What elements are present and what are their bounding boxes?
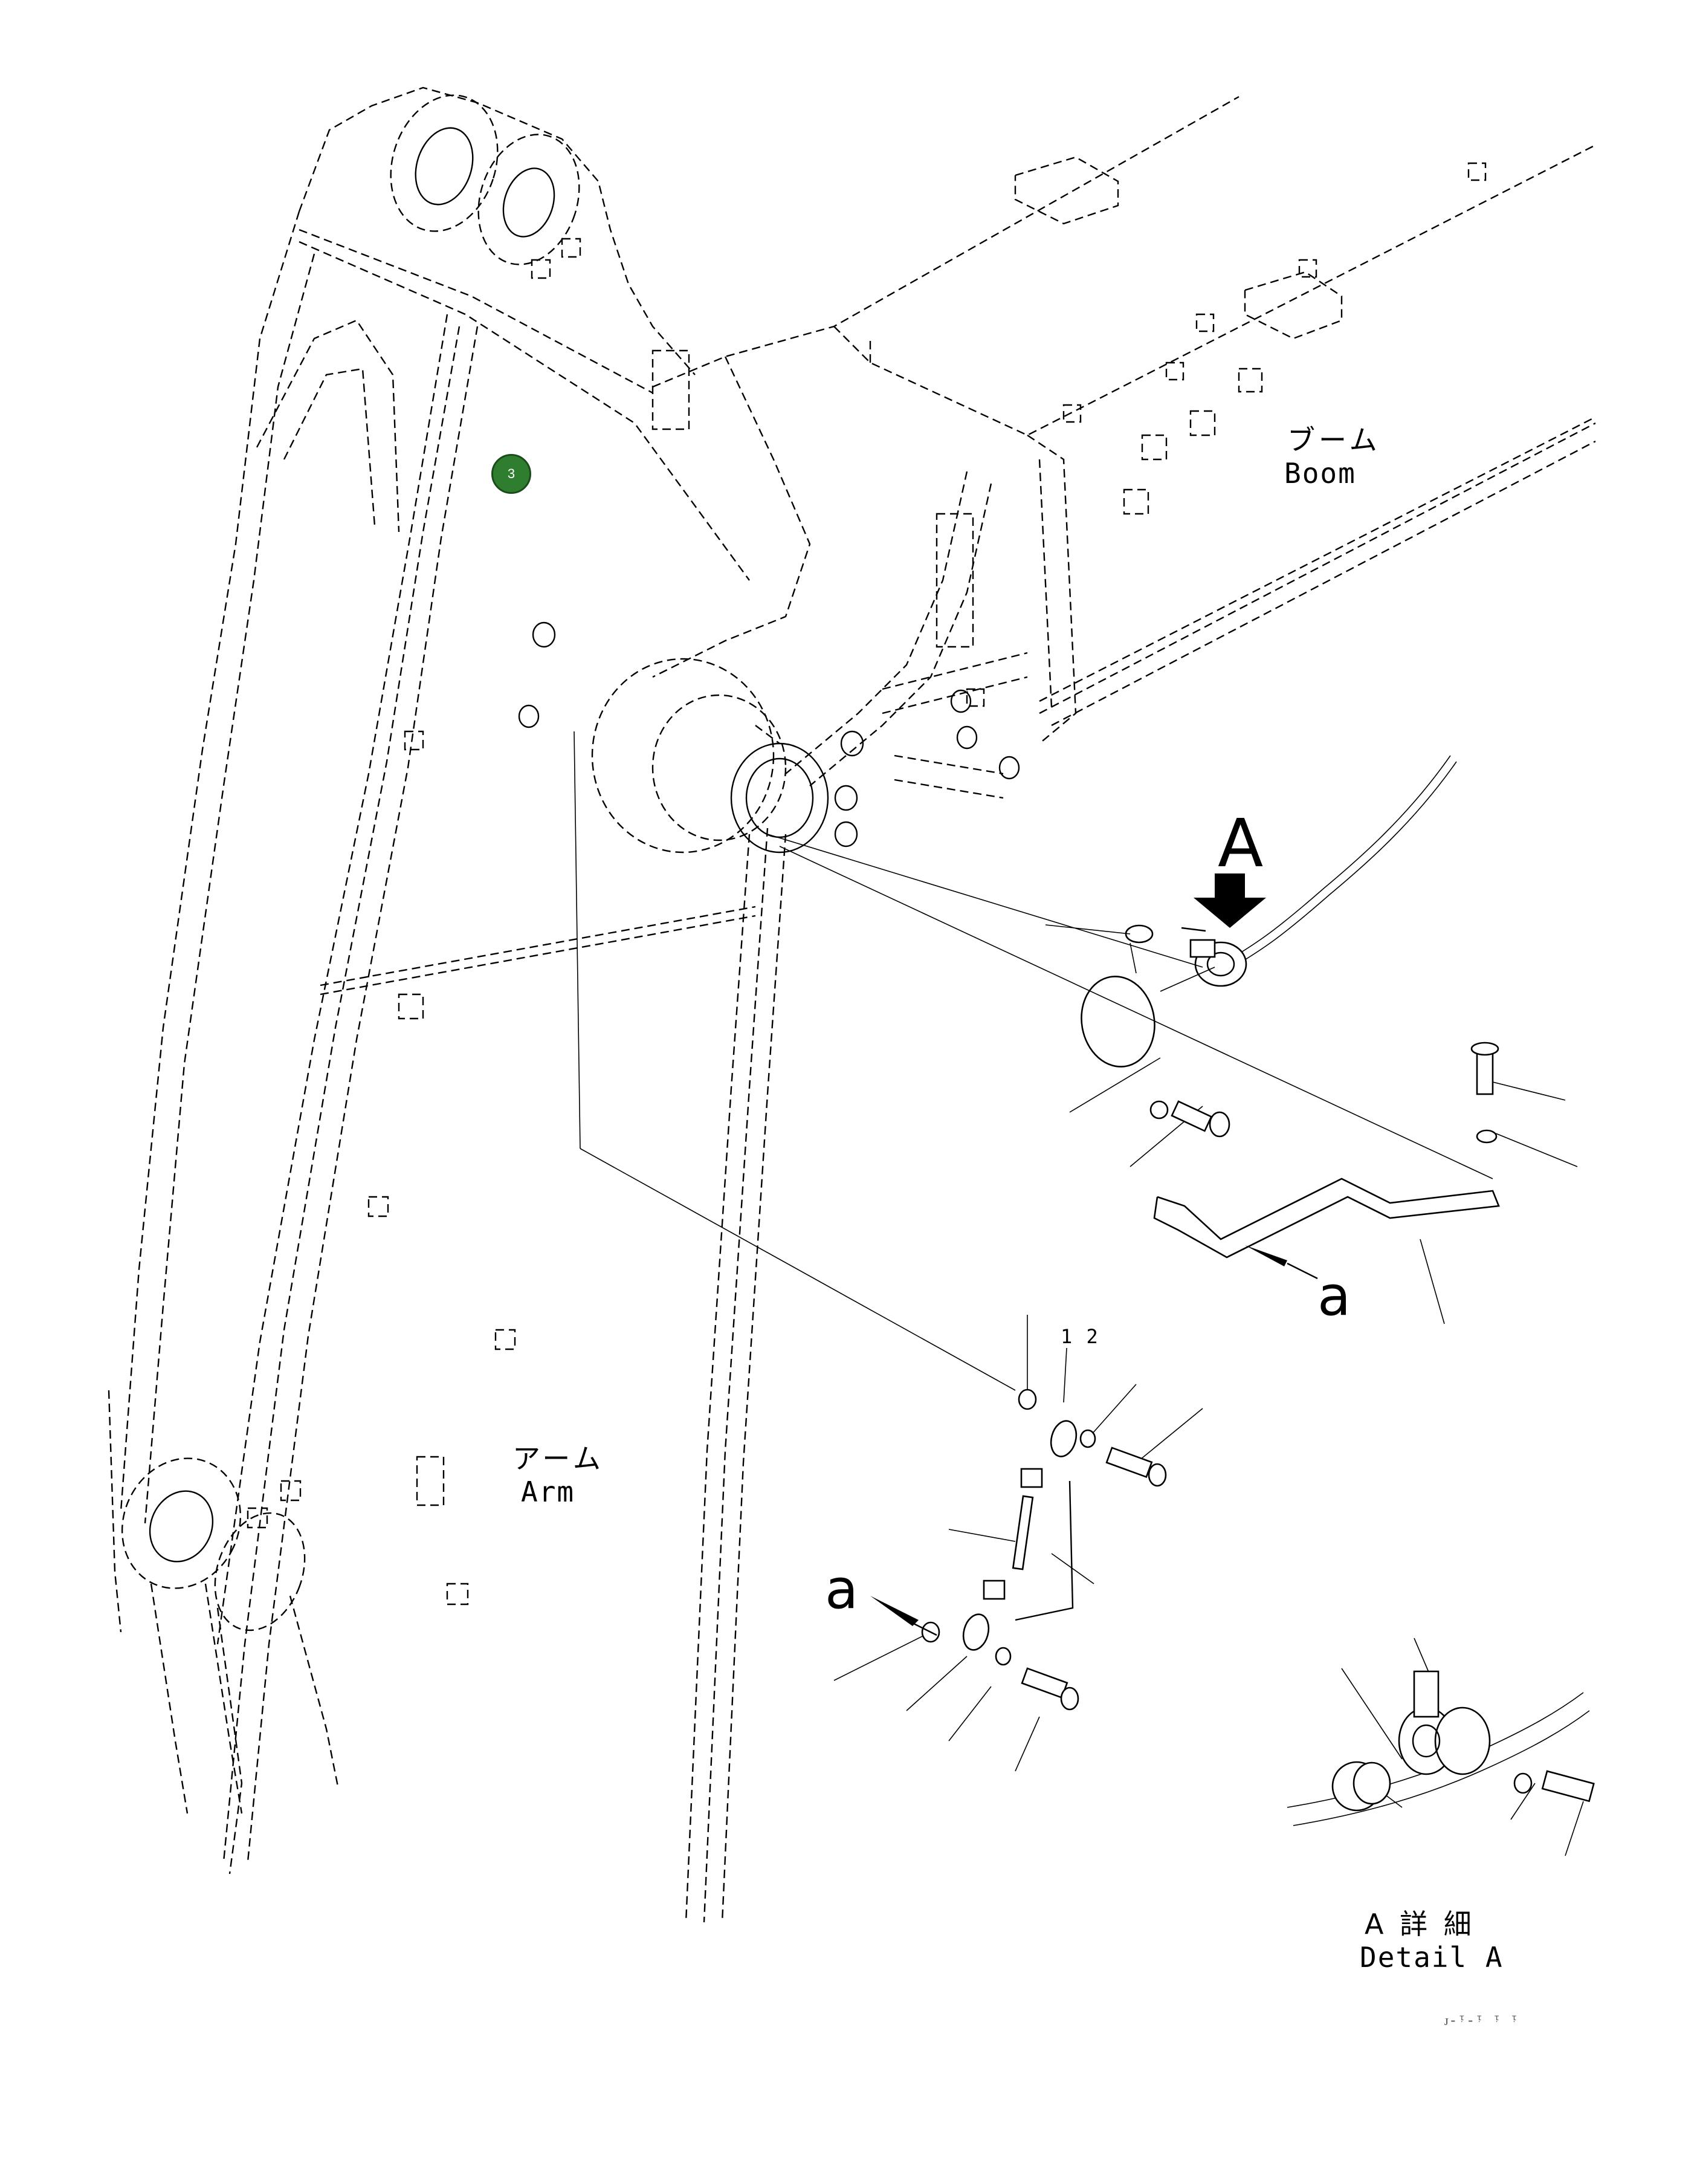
hose-clamp-group: [1081, 755, 1457, 1068]
reference-a-upper: a: [1317, 1265, 1351, 1328]
arm-bosses: [247, 238, 581, 1606]
reference-a-lower: a: [825, 1558, 859, 1621]
bolt-washer-parts: [1149, 1042, 1499, 1144]
view-a-label: A: [1218, 805, 1264, 882]
leader-lines: [574, 731, 1584, 1856]
lower-fittings: [870, 1388, 1167, 1711]
detail-a-label-jp: A 詳 細: [1365, 1908, 1475, 1940]
boom-structure: [591, 96, 1596, 854]
stay-bar: [1153, 1178, 1500, 1280]
drawing-code: ᴊ‐ᵎ‐ᵎ ᵎ ᵎ: [1444, 2012, 1519, 2029]
arm-label-en: Arm: [521, 1476, 575, 1508]
callout-marker-3[interactable]: 3: [491, 454, 531, 494]
detail-a-label-en: Detail A: [1360, 1941, 1504, 1974]
arm-structure: [108, 86, 787, 1923]
part-number-12: 1 2: [1061, 1325, 1099, 1348]
boom-label-jp: ブーム: [1287, 424, 1381, 456]
boom-label-en: Boom: [1284, 457, 1356, 490]
detail-a-view: [1287, 1670, 1595, 1826]
arm-label-jp: アーム: [512, 1442, 604, 1475]
